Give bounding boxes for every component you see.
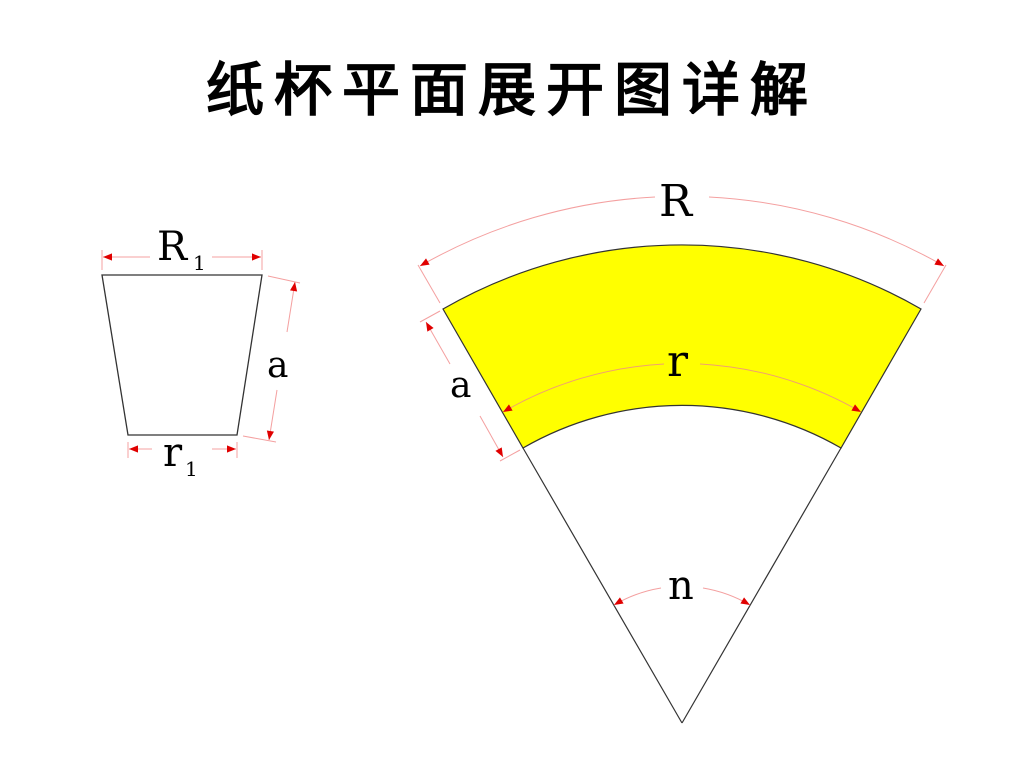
cup-trapezoid — [101, 274, 263, 436]
dimension-top-width: R 1 — [101, 224, 263, 275]
label-R1-subscript: 1 — [193, 251, 206, 275]
dimension-sector-slant: a — [419, 310, 521, 462]
label-R: R — [659, 176, 694, 227]
label-a-side: a — [267, 345, 288, 386]
cup-wall-band — [442, 244, 922, 449]
dimension-angle: n — [613, 563, 751, 609]
label-a-sector: a — [450, 365, 471, 406]
dimension-bottom-width: r 1 — [127, 430, 238, 481]
unrolled-sector: R r a n — [417, 176, 947, 724]
sector-right-edge — [681, 447, 842, 724]
label-R1: R — [157, 224, 189, 270]
label-n: n — [668, 563, 694, 609]
dimension-inner-arc: r — [502, 336, 862, 413]
page-title: 纸杯平面展开图详解 — [205, 56, 818, 124]
label-r1: r — [163, 430, 183, 476]
label-r: r — [667, 336, 689, 387]
cup-side-view: R 1 r 1 a — [101, 224, 301, 481]
dimension-outer-arc: R — [417, 176, 947, 304]
sector-left-edge — [522, 447, 683, 724]
label-r1-subscript: 1 — [185, 457, 198, 481]
dimension-slant-height: a — [242, 275, 301, 443]
